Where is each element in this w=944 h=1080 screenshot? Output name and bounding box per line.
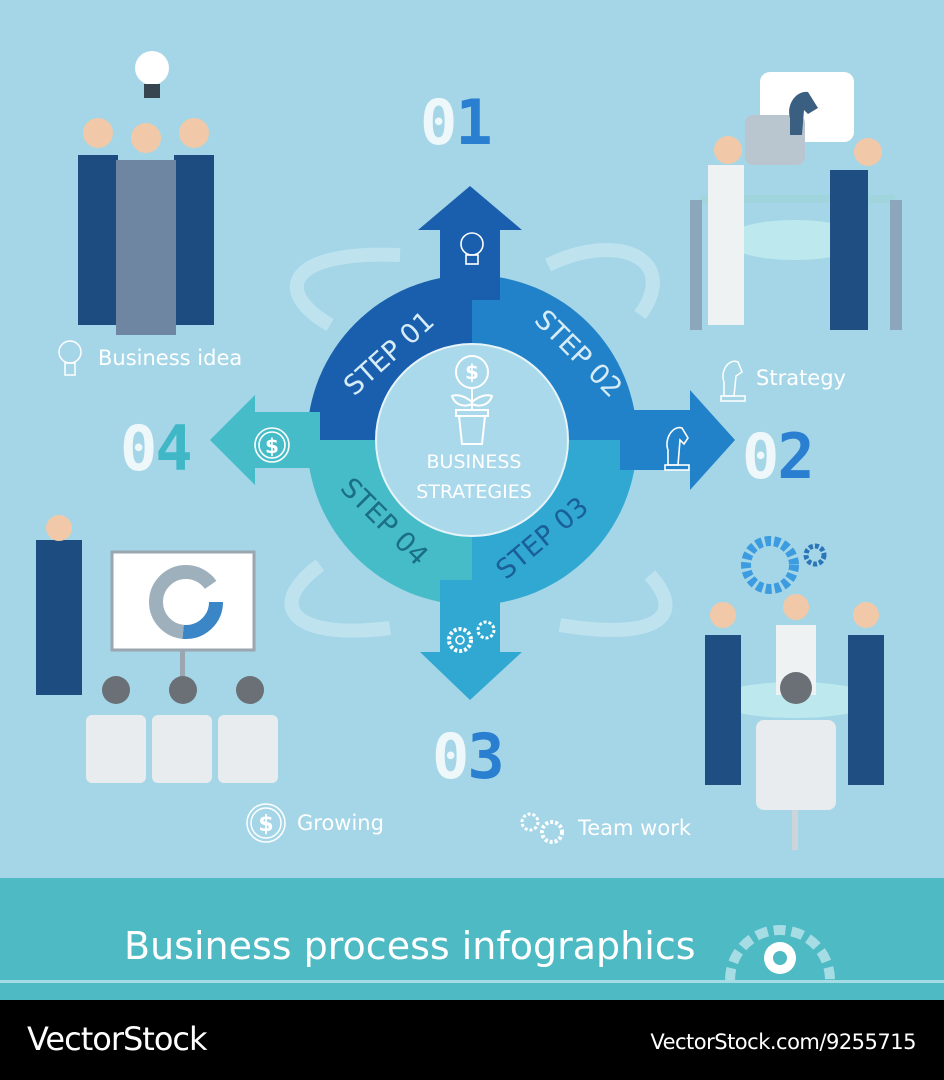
caption-growing: Growing [297, 811, 384, 835]
dollar-glyph: $ [465, 360, 479, 384]
caption-strategy: Strategy [756, 366, 846, 390]
money-plant-icon [450, 355, 494, 445]
svg-text:$: $ [258, 812, 273, 837]
strategy-meeting-illustration [690, 72, 902, 330]
banner-title: Business process infographics [124, 924, 696, 968]
center-title-line2: STRATEGIES [416, 481, 532, 503]
gear-icon [803, 543, 827, 567]
cycle-arrow-1 [290, 247, 401, 332]
step-01-arrowhead [418, 186, 522, 300]
chess-knight-icon [789, 91, 818, 135]
svg-text:$: $ [265, 434, 279, 458]
cycle-arrow-3 [558, 570, 673, 637]
cycle-arrow-4 [284, 559, 391, 638]
step-01-number: 01 [420, 86, 493, 159]
dollar-coin-icon [254, 427, 290, 463]
step-04-arrowhead [210, 395, 320, 485]
step-03-number: 03 [432, 720, 505, 793]
lightbulb-icon [135, 51, 169, 98]
lightbulb-icon [58, 340, 82, 376]
diagram-canvas: STEP 01 STEP 02 STEP 03 STEP 04 $ BUSINE… [36, 51, 902, 850]
step-02-arrowhead [620, 390, 735, 490]
dollar-coin-icon [246, 803, 286, 843]
brand-logo: VectorStock [27, 1020, 208, 1058]
brand-url: VectorStock.com/9255715 [650, 1030, 916, 1054]
business-team-illustration [78, 51, 214, 335]
step-02-number: 02 [742, 420, 815, 493]
step-04-number: 04 [120, 412, 193, 485]
lightbulb-icon [460, 232, 484, 265]
gear-icon [741, 536, 799, 594]
chess-knight-icon [720, 360, 746, 402]
presentation-illustration [36, 515, 278, 783]
gear-icon [725, 925, 835, 981]
center-title-line1: BUSINESS [427, 451, 522, 473]
cycle-arrows [284, 243, 673, 638]
cycle-arrow-2 [544, 243, 660, 320]
banner-divider [0, 980, 944, 983]
caption-business-idea: Business idea [98, 346, 243, 370]
footer [0, 1000, 944, 1080]
gears-icon [447, 620, 496, 653]
caption-team-work: Team work [578, 816, 691, 840]
center-circle [375, 343, 569, 537]
team-work-illustration [705, 536, 884, 850]
title-banner [0, 878, 944, 1000]
process-ring [210, 186, 735, 700]
gears-icon [520, 812, 564, 844]
chess-knight-icon [664, 426, 690, 471]
